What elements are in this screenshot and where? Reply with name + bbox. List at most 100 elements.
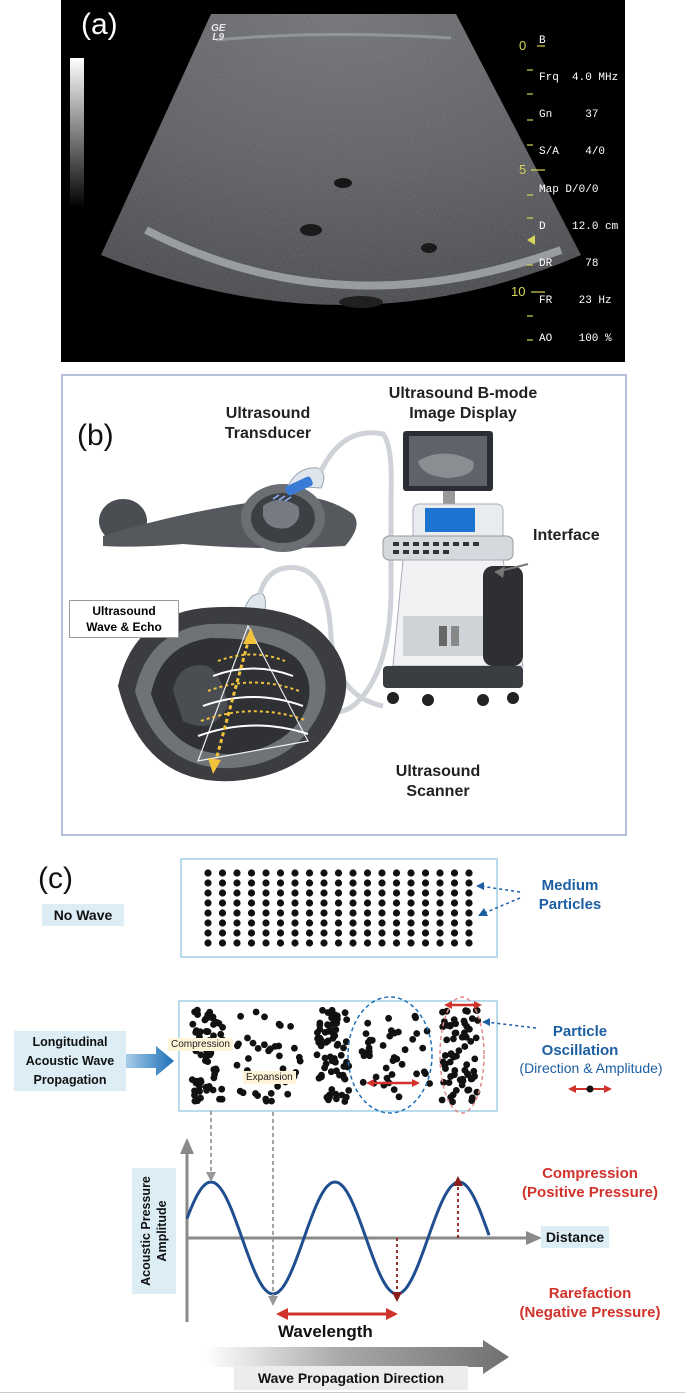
oscillating-particle	[202, 1057, 209, 1064]
medium-particle	[247, 899, 256, 907]
oscillating-particle	[262, 1097, 270, 1105]
medium-particle	[349, 939, 357, 947]
medium-particle	[262, 879, 270, 887]
medium-particle	[334, 879, 343, 887]
oscillating-particle	[451, 1029, 459, 1037]
oscillating-particle	[343, 1016, 351, 1023]
param-row: B	[539, 34, 546, 47]
oscillating-particle	[318, 1071, 325, 1079]
medium-particle	[465, 869, 473, 877]
medium-particle	[204, 869, 212, 877]
medium-particle	[392, 869, 401, 877]
oscillating-particle	[314, 1029, 321, 1036]
medium-particle	[363, 909, 372, 917]
medium-particle	[218, 919, 227, 927]
param-row: Gn 37	[539, 109, 599, 122]
medium-particle	[233, 889, 241, 897]
oscillating-particle	[321, 1054, 329, 1062]
medium-particles-pointers	[476, 882, 521, 916]
oscillating-particle	[237, 1012, 244, 1020]
oscillating-particle	[412, 1014, 419, 1022]
oscillating-particle	[379, 1042, 387, 1049]
panel-a-label: (a)	[81, 8, 118, 41]
oscillating-particle	[196, 1083, 203, 1090]
medium-particle	[305, 879, 314, 887]
medium-particle	[247, 879, 256, 887]
medium-particle	[334, 909, 343, 917]
medium-particle	[218, 869, 227, 877]
oscillating-particle	[426, 1080, 433, 1087]
medium-particle	[291, 879, 299, 887]
medium-particle	[349, 889, 357, 897]
oscillating-particle	[332, 1090, 340, 1098]
oscillating-particle	[193, 1006, 201, 1014]
medium-particle	[465, 899, 473, 907]
focus-marker-icon	[527, 235, 535, 245]
medium-particle	[436, 939, 444, 947]
propagation-direction-arrow	[205, 1340, 509, 1374]
compression-tag: Compression	[168, 1038, 233, 1051]
medium-particle	[465, 929, 473, 937]
medium-particle	[247, 909, 256, 917]
oscillating-particle	[333, 1019, 341, 1027]
medium-particle	[407, 909, 415, 917]
oscillating-particle	[341, 1009, 349, 1017]
transducer-top-icon	[285, 430, 394, 715]
oscillating-particle	[395, 1028, 402, 1036]
depth-label-10: 10	[511, 284, 526, 299]
no-wave-particle-box	[180, 858, 498, 958]
oscillating-particle	[239, 1089, 247, 1097]
oscillating-particle	[279, 1065, 287, 1073]
medium-particle	[276, 869, 285, 877]
oscillating-particle	[218, 1085, 226, 1093]
oscillating-particle	[316, 1019, 324, 1027]
panel-b-ultrasound-system: (b) Ultrasound Transducer Ultrasound B-m…	[61, 374, 627, 836]
oscillating-particle	[265, 1047, 272, 1055]
oscillating-particle	[467, 1038, 475, 1045]
medium-particle	[276, 939, 285, 947]
medium-particle	[450, 919, 459, 927]
wave-echo-label: Ultrasound Wave & Echo	[69, 600, 179, 638]
medium-particle	[407, 869, 415, 877]
medium-particle	[334, 869, 343, 877]
compressed-particles	[188, 1006, 482, 1106]
grayscale-bar	[70, 58, 84, 208]
medium-particle	[421, 889, 430, 897]
medium-particle	[421, 939, 430, 947]
medium-particle	[247, 869, 256, 877]
oscillating-particle	[464, 1071, 472, 1079]
oscillating-particle	[458, 1033, 466, 1041]
medium-particle	[363, 919, 372, 927]
oscillation-legend-icon	[568, 1085, 612, 1093]
medium-particle	[218, 889, 227, 897]
medium-particle	[334, 889, 343, 897]
medium-particle	[349, 909, 357, 917]
medium-particle	[233, 879, 241, 887]
scanner-label: Ultrasound Scanner	[395, 763, 481, 800]
param-row: AO 100 %	[539, 332, 612, 345]
oscillating-particle	[395, 1093, 403, 1101]
medium-particle	[378, 919, 386, 927]
medium-particle	[305, 889, 314, 897]
oscillating-particle	[389, 1057, 397, 1064]
medium-particle	[392, 929, 401, 937]
oscillating-particle	[419, 1044, 427, 1052]
oscillating-particle	[313, 1051, 321, 1059]
medium-particle	[204, 909, 212, 917]
medium-particle	[334, 929, 343, 937]
oscillating-particle	[327, 1068, 335, 1076]
oscillating-particle	[197, 1051, 205, 1059]
oscillation-highlight	[347, 996, 485, 1114]
oscillating-particle	[254, 1045, 262, 1052]
medium-particle	[363, 939, 372, 947]
medium-particle	[247, 939, 256, 947]
oscillating-particle	[359, 1078, 367, 1086]
oscillating-particle	[441, 1052, 449, 1059]
medium-particle	[233, 929, 241, 937]
oscillating-particle	[333, 1012, 341, 1020]
medium-particle	[320, 909, 328, 917]
medium-particle	[291, 919, 299, 927]
oscillating-particle	[442, 1065, 449, 1072]
oscillating-particle	[365, 1047, 372, 1055]
oscillating-particle	[450, 1035, 457, 1043]
